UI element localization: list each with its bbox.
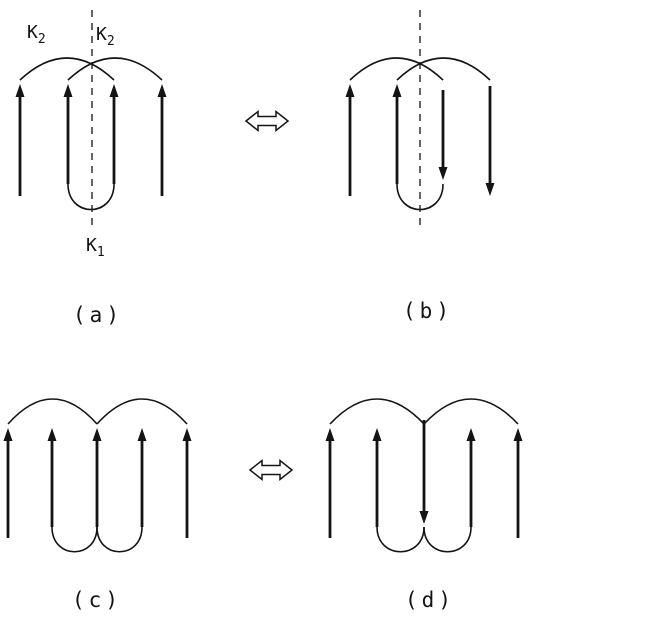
coupling-arc-top: [329, 398, 425, 425]
spin-arrow-up-head: [325, 428, 335, 441]
panel-label: (a): [73, 303, 123, 327]
spin-arrow-up-head: [109, 84, 119, 97]
coupling-arc-top: [396, 57, 491, 81]
spin-arrow-down-head: [419, 511, 429, 524]
coupling-arc-top: [96, 398, 188, 425]
coupling-arc-bottom: [376, 526, 425, 553]
spin-arrow-up-head: [345, 84, 355, 97]
coupling-constant-label: K1: [86, 235, 105, 260]
coupling-arc-bottom: [51, 526, 98, 553]
coupling-arc-top: [67, 57, 163, 81]
equivalence-double-arrow: [248, 458, 294, 482]
coupling-arc-bottom: [96, 526, 143, 553]
spin-arrow-up-head: [3, 428, 13, 441]
spin-arrow-down-head: [438, 167, 448, 180]
panel-label: (d): [405, 588, 455, 612]
spin-arrow-up-head: [182, 428, 192, 441]
spin-arrow-up-head: [513, 428, 523, 441]
spin-arrow-up-head: [137, 428, 147, 441]
spin-arrow-up-head: [466, 428, 476, 441]
coupling-arc-top: [423, 398, 519, 425]
coupling-constant-label: K2: [27, 22, 46, 47]
coupling-arc-bottom: [396, 183, 444, 211]
spin-arrow-up-head: [372, 428, 382, 441]
spin-arrow-up-head: [15, 84, 25, 97]
coupling-arc-bottom: [67, 183, 115, 211]
equivalence-double-arrow: [244, 109, 290, 133]
spin-arrow-up-head: [157, 84, 167, 97]
spin-arrow-down-head: [485, 183, 495, 196]
spin-arrow-up-head: [392, 84, 402, 97]
coupling-arc-top: [19, 57, 115, 81]
spin-arrow-up-head: [92, 428, 102, 441]
coupling-arc-top: [7, 398, 98, 425]
panel-c: (c): [3, 398, 192, 612]
coupling-arc-top: [349, 57, 444, 81]
panel-label: (c): [72, 588, 122, 612]
coupling-constant-label: K2: [96, 24, 115, 49]
panel-d: (d): [325, 398, 523, 612]
panel-label: (b): [403, 299, 453, 323]
spin-arrow-up-head: [47, 428, 57, 441]
coupling-arc-bottom: [423, 526, 472, 553]
panel-b: (b): [345, 10, 495, 323]
spin-arrow-up-head: [63, 84, 73, 97]
